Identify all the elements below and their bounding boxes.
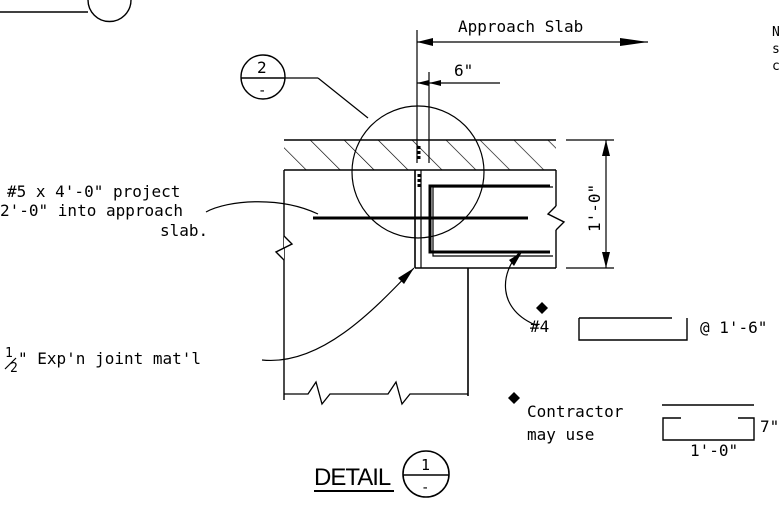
note-line3: c (772, 59, 780, 74)
six-inch-dimension: 6" (417, 61, 500, 163)
bar5-line1: #5 x 4'-0" project (7, 182, 180, 201)
alt-width-label: 1'-0" (690, 441, 738, 460)
break-line (284, 380, 468, 406)
note-line2: s (772, 42, 780, 57)
one-foot-dimension: 1'-0" (566, 139, 614, 269)
rebar (313, 184, 553, 257)
bar5-callout: #5 x 4'-0" project 2'-0" into approach s… (0, 182, 319, 240)
contractor-note: Contractor may use 7" 1'-0" (508, 392, 779, 460)
callout-2-sheet: - (258, 83, 266, 99)
joint-frac-num: 1 (5, 346, 13, 361)
bar5-line3: slab. (160, 221, 208, 240)
bar4-mark: #4 (530, 317, 549, 336)
contractor-line1: Contractor (527, 402, 624, 421)
bar4-spacing: @ 1'-6" (700, 318, 767, 337)
contractor-line2: may use (527, 425, 594, 444)
enlargement-circle (351, 105, 485, 239)
approach-slab-dimension: Approach Slab (416, 17, 648, 163)
expansion-joint-callout: 1 2 " Exp'n joint mat'l (4, 267, 415, 376)
callout-2-number: 2 (257, 58, 267, 77)
detail-sheet: - (421, 480, 429, 496)
detail-title: DETAIL 1 - (314, 450, 450, 498)
note-line1: N (772, 25, 780, 40)
bar4-callout: #4 @ 1'-6" (504, 251, 767, 341)
alt-height-label: 7" (760, 417, 779, 436)
diamond-marker (536, 302, 548, 314)
one-foot-label: 1'-0" (585, 184, 604, 232)
bar5-line2: 2'-0" into approach (0, 201, 183, 220)
six-inch-label: 6" (454, 61, 473, 80)
wall-body (274, 170, 566, 400)
detail-title-text: DETAIL (314, 464, 391, 491)
approach-slab-label: Approach Slab (458, 17, 583, 36)
hatched-slab (284, 139, 556, 171)
joint-frac-den: 2 (10, 361, 18, 376)
cropped-note: N s c (772, 25, 780, 74)
callout-2: 2 - (240, 54, 369, 119)
diamond-marker-2 (508, 392, 520, 404)
partial-callout-top-left (0, 0, 132, 23)
joint-text: " Exp'n joint mat'l (18, 349, 201, 368)
detail-number: 1 (421, 456, 430, 474)
